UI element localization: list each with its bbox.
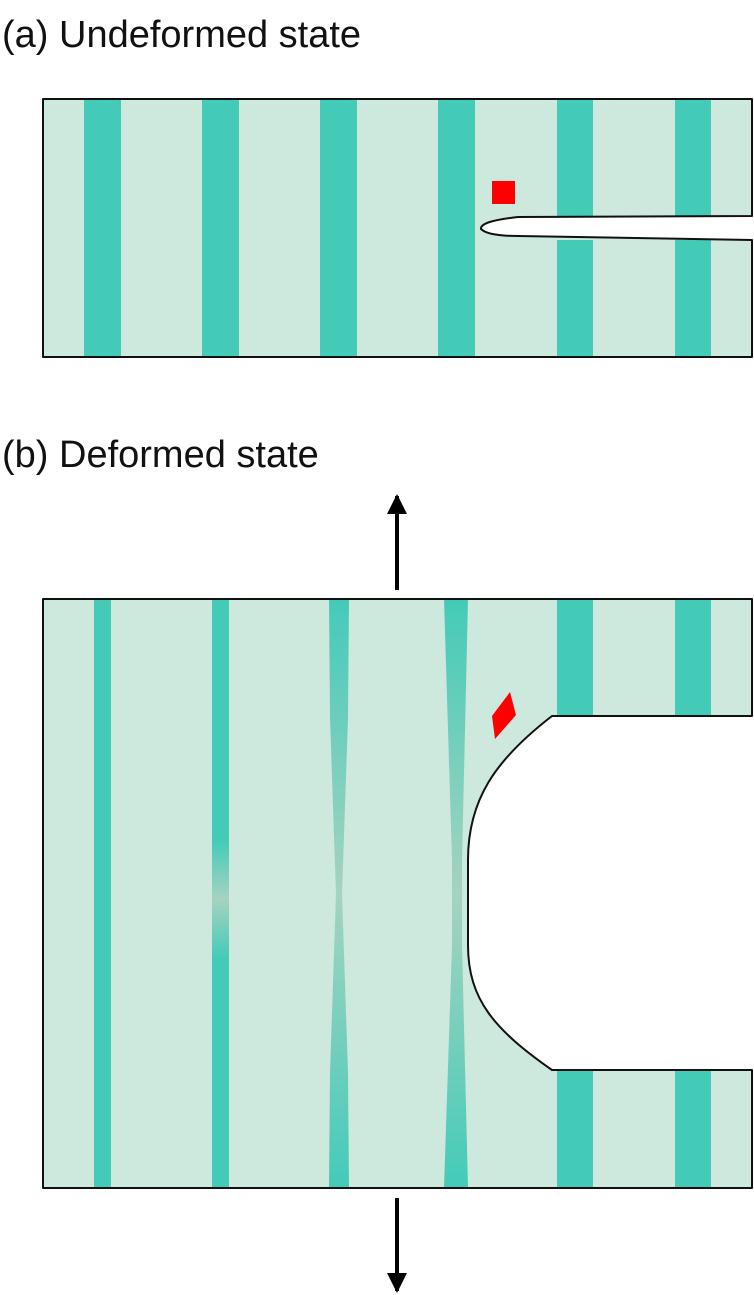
deformed-fiber: [557, 599, 593, 716]
deformed-fiber: [675, 1070, 711, 1188]
undeformed-outline: [42, 98, 753, 358]
deformed-fiber: [212, 958, 229, 1188]
undeformed-fiber: [84, 99, 121, 357]
undeformed-fiber: [675, 99, 711, 216]
deformed-fiber: [212, 840, 229, 958]
panel-a-title: (a) Undeformed state: [2, 14, 362, 56]
undeformed-fiber: [675, 240, 711, 357]
undeformed-matrix: [43, 99, 752, 357]
deformed-fiber: [94, 599, 111, 1188]
deformed-fiber: [675, 599, 711, 716]
deformed-fiber: [212, 599, 229, 840]
undeformed-fiber: [557, 99, 593, 216]
undeformed-fiber: [557, 240, 593, 357]
material-marker-sheared: [492, 692, 516, 739]
deformed-fiber: [444, 599, 468, 1188]
deformed-specimen: [42, 598, 753, 1189]
undeformed-specimen: [42, 98, 753, 358]
material-marker-square: [492, 181, 515, 204]
deformed-fiber: [329, 599, 349, 1188]
undeformed-fiber: [202, 99, 239, 357]
deformed-fibers: [94, 599, 711, 1188]
undeformed-fiber: [438, 99, 475, 357]
undeformed-fiber: [320, 99, 357, 357]
deformed-matrix: [43, 599, 752, 1188]
panel-b-title: (b) Deformed state: [2, 434, 319, 476]
deformed-outline: [42, 598, 753, 1189]
deformed-fiber: [557, 1070, 593, 1188]
undeformed-fibers: [84, 99, 711, 357]
